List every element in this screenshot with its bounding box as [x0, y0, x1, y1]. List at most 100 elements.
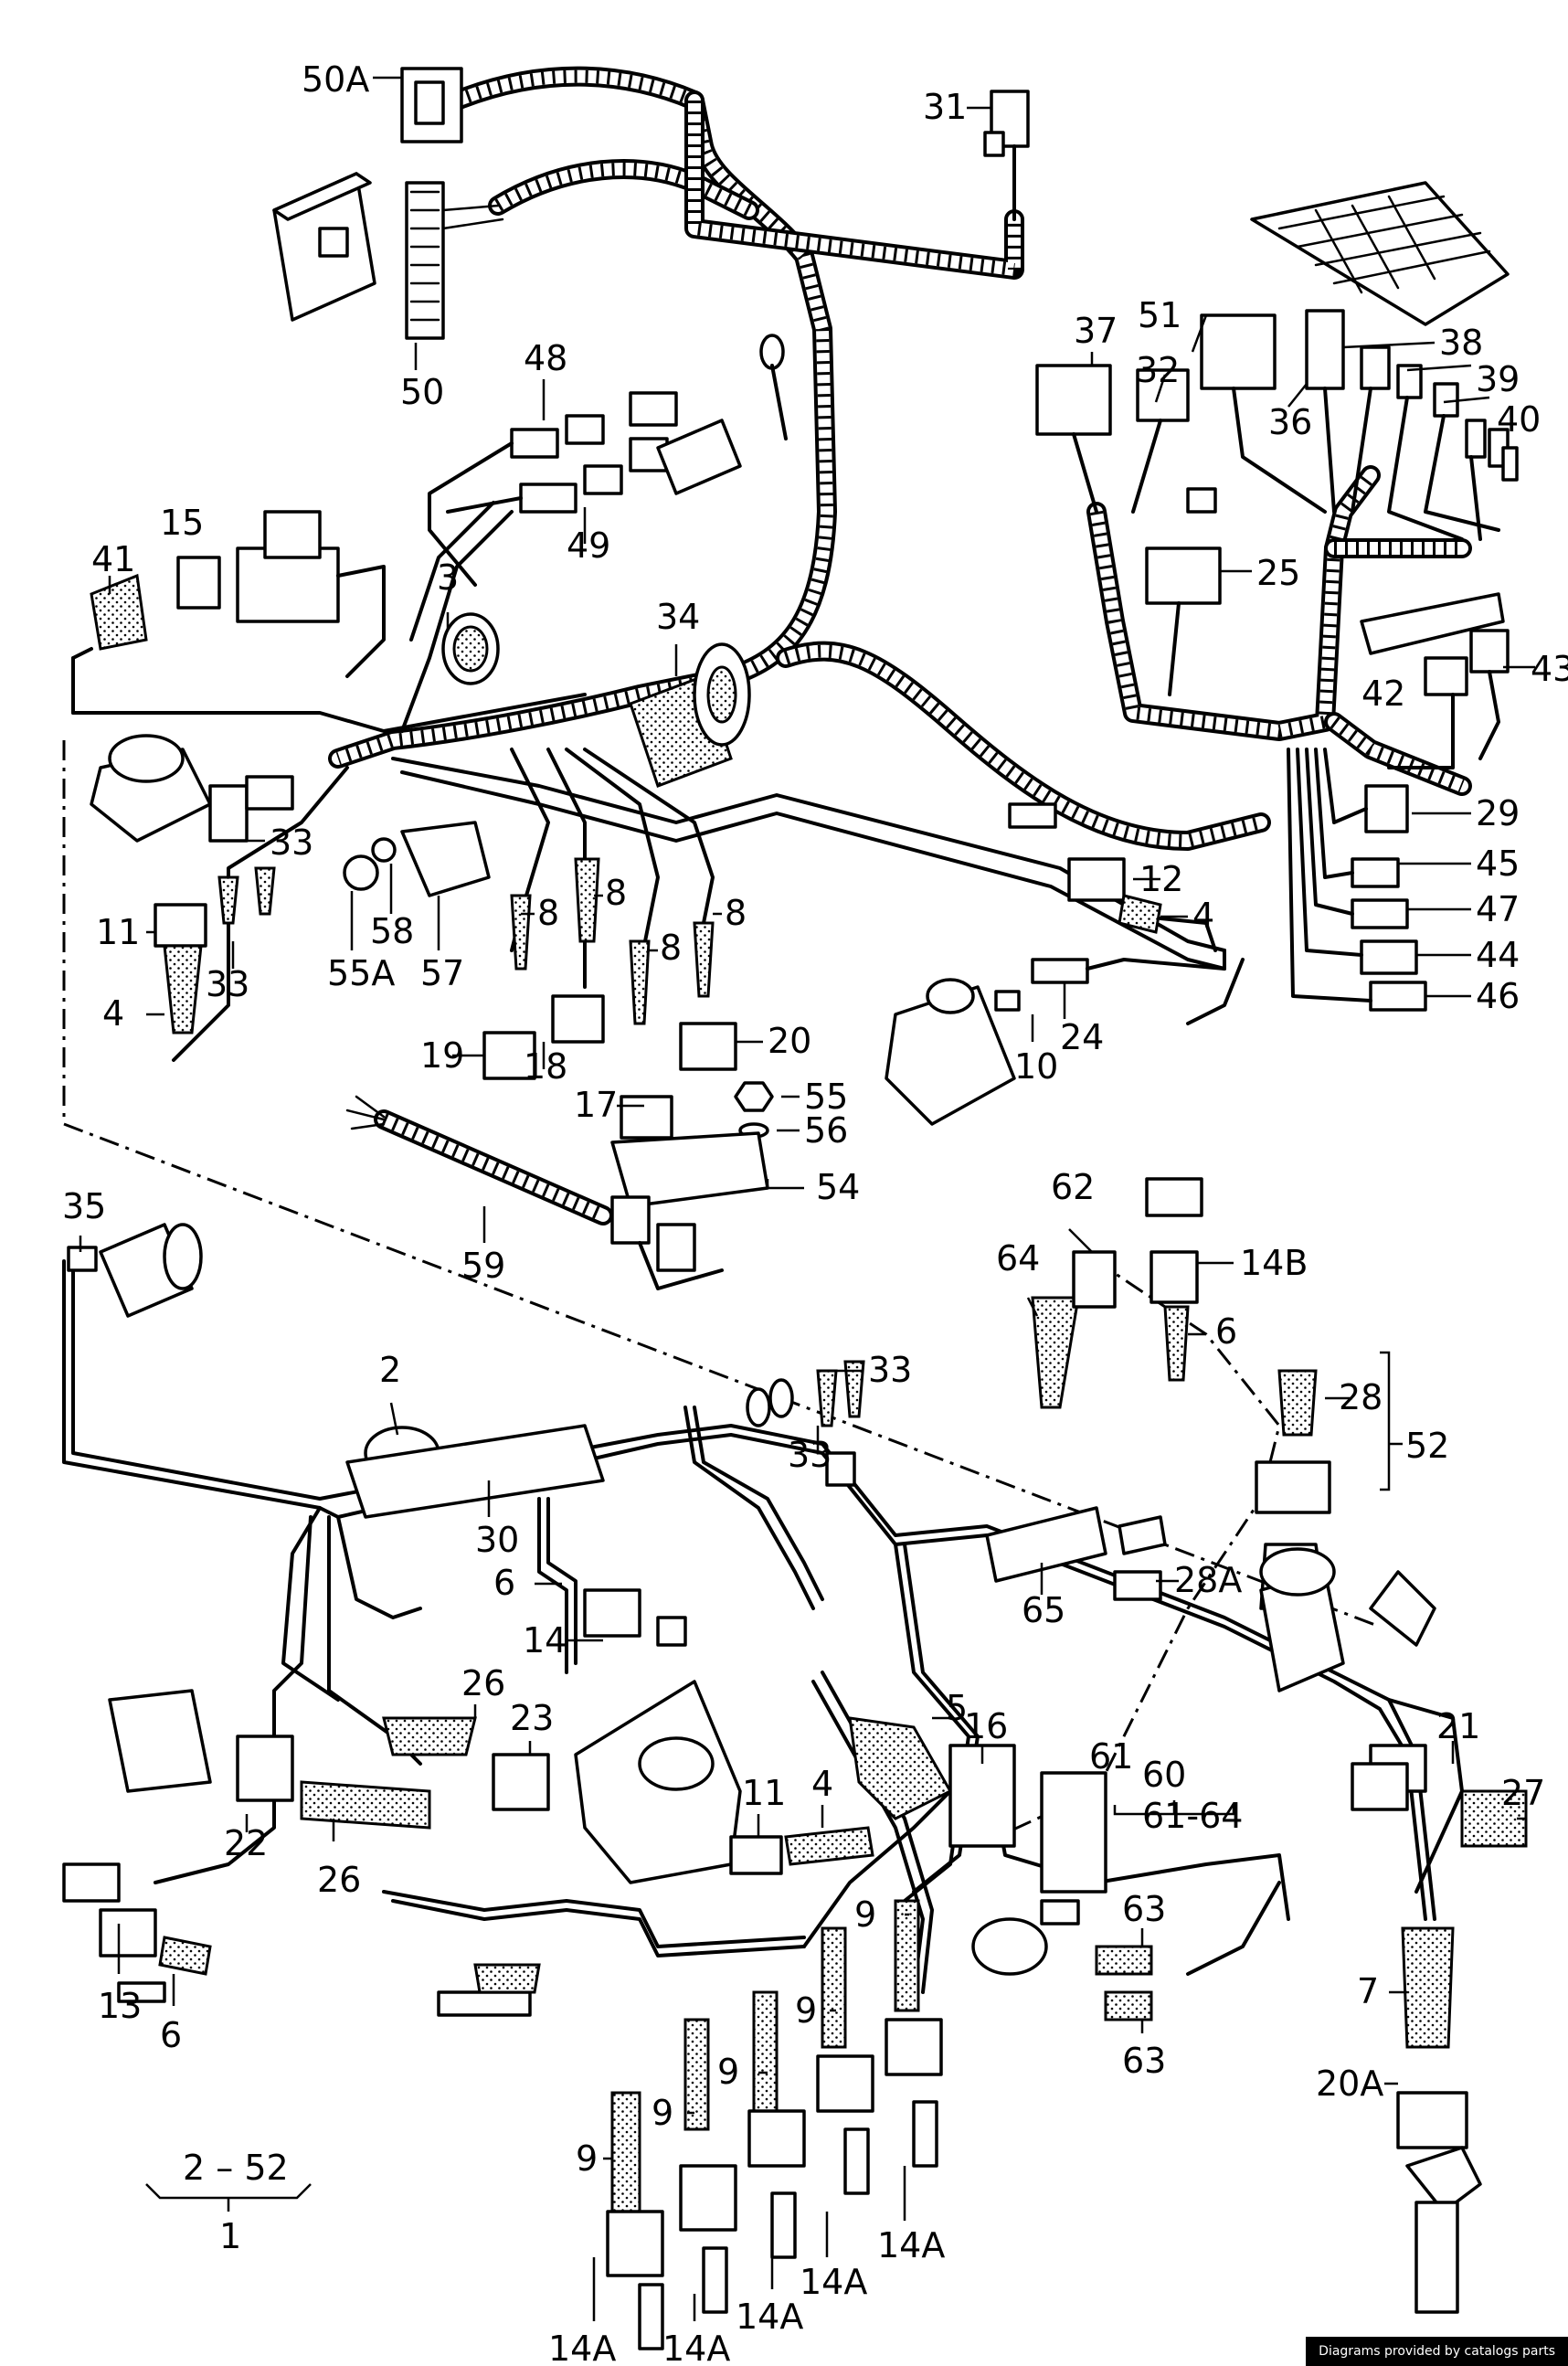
label-50: 50: [400, 372, 444, 412]
label-45: 45: [1476, 843, 1520, 884]
label-61-64: 61-64: [1142, 1796, 1243, 1836]
fuse-relay-panel: [1250, 181, 1510, 326]
label-22: 22: [224, 1823, 268, 1863]
label-14B: 14B: [1240, 1243, 1308, 1283]
label-35: 35: [62, 1186, 106, 1226]
label-55A: 55A: [327, 953, 395, 993]
bracket-54: [610, 1131, 769, 1290]
label-25: 25: [1256, 553, 1300, 593]
label-42: 42: [1361, 674, 1405, 714]
label-1: 1: [219, 2216, 241, 2256]
grommet-3: [441, 612, 500, 685]
label-38: 38: [1439, 323, 1483, 363]
label-9-e: 9: [854, 1894, 876, 1935]
label-56: 56: [804, 1110, 848, 1151]
label-17: 17: [574, 1085, 618, 1125]
label-14: 14: [523, 1620, 567, 1660]
label-2: 2: [379, 1350, 401, 1390]
label-29: 29: [1476, 793, 1520, 833]
boot-34: [629, 642, 751, 788]
label-46: 46: [1476, 976, 1520, 1016]
injector-connectors-upper: [482, 857, 737, 1140]
label-6-lower: 6: [160, 2015, 182, 2055]
label-26-lower: 26: [317, 1860, 361, 1900]
label-13: 13: [98, 1986, 142, 2026]
label-12: 12: [1139, 859, 1183, 899]
label-36: 36: [1268, 402, 1312, 442]
label-14A-a: 14A: [548, 2329, 616, 2366]
label-47: 47: [1476, 889, 1520, 929]
label-20A: 20A: [1316, 2064, 1383, 2104]
label-63-upper: 63: [1122, 1889, 1166, 1929]
label-16: 16: [964, 1706, 1008, 1746]
label-14A-c: 14A: [736, 2297, 803, 2337]
connector-50: [405, 181, 504, 340]
label-28A: 28A: [1174, 1560, 1242, 1600]
label-33-lower-left: 33: [788, 1435, 832, 1475]
label-33-lower-right: 33: [868, 1350, 912, 1390]
label-33-upper-left: 33: [206, 964, 249, 1004]
label-62: 62: [1051, 1167, 1095, 1207]
lower-components: [62, 1177, 1528, 2350]
label-3: 3: [437, 557, 459, 598]
upper-thin-wires: [71, 501, 1245, 1062]
label-34: 34: [656, 597, 700, 637]
label-37: 37: [1074, 311, 1118, 351]
label-26-upper: 26: [461, 1663, 505, 1703]
label-23: 23: [510, 1698, 554, 1738]
label-51: 51: [1138, 295, 1181, 335]
label-15: 15: [160, 503, 204, 543]
connector-rail-42-43: [1360, 592, 1510, 769]
label-14A-d: 14A: [800, 2262, 867, 2302]
relay-cluster: [1035, 309, 1519, 696]
label-57: 57: [420, 953, 464, 993]
label-9-c: 9: [717, 2052, 739, 2092]
label-58: 58: [370, 911, 414, 951]
label-44: 44: [1476, 935, 1520, 975]
lower-harness-wires: [62, 1259, 1464, 1994]
label-32: 32: [1136, 350, 1180, 390]
conduit-59: [345, 1095, 613, 1225]
label-40: 40: [1497, 399, 1541, 440]
switches-12-24-4: [994, 802, 1226, 1012]
label-9-b: 9: [652, 2093, 673, 2133]
reservoir-10: [885, 978, 1016, 1126]
label-63-lower: 63: [1122, 2041, 1166, 2081]
label-6-mid: 6: [493, 1563, 515, 1603]
label-8-a: 8: [537, 893, 559, 933]
label-8-c: 8: [660, 928, 682, 968]
label-64: 64: [996, 1238, 1040, 1278]
label-21: 21: [1436, 1706, 1480, 1746]
label-11-lower: 11: [742, 1773, 786, 1813]
upper-main-harness: [328, 66, 1472, 851]
label-6-right: 6: [1215, 1311, 1237, 1352]
sensors-48-49: [428, 334, 788, 587]
label-48: 48: [524, 338, 567, 378]
leader-lines: [79, 76, 1535, 2321]
label-4-lower: 4: [811, 1764, 833, 1804]
label-5: 5: [946, 1688, 968, 1728]
callout-labels: 50A 50 31 48 49 15 41 3 34 37 51 32 36 3…: [62, 59, 1568, 2366]
label-7: 7: [1357, 1971, 1379, 2011]
label-54: 54: [816, 1167, 860, 1207]
label-10: 10: [1014, 1046, 1058, 1087]
airflow-sensor-15: [71, 510, 386, 715]
label-9-d: 9: [795, 1990, 817, 2031]
label-50A: 50A: [302, 59, 369, 100]
label-28: 28: [1339, 1377, 1383, 1417]
right-connectors-29-47: [1287, 748, 1427, 1012]
label-8-b: 8: [605, 873, 627, 913]
label-41: 41: [91, 539, 135, 579]
label-39: 39: [1476, 359, 1520, 399]
label-27: 27: [1501, 1773, 1545, 1813]
connector-50A: [400, 67, 463, 143]
credit-badge: Diagrams provided by catalogs parts: [1306, 2337, 1568, 2366]
label-4-upper: 4: [102, 993, 124, 1034]
label-18: 18: [524, 1046, 567, 1087]
nuts-55-56: [734, 1081, 774, 1139]
label-24: 24: [1060, 1017, 1104, 1057]
label-4-mid: 4: [1192, 896, 1214, 936]
label-14A-b: 14A: [662, 2329, 730, 2366]
label-43: 43: [1531, 649, 1568, 689]
